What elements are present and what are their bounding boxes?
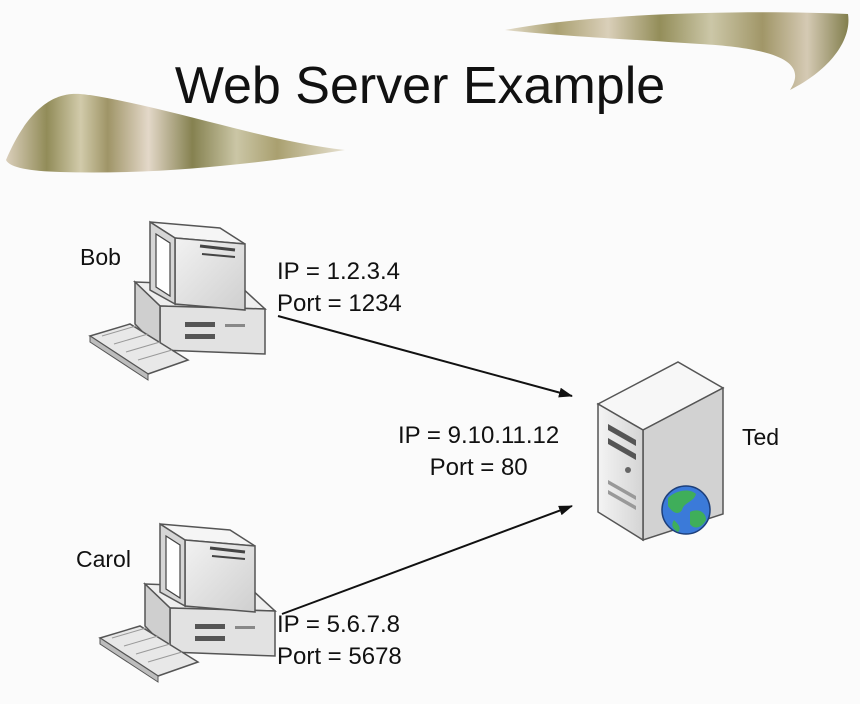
swoosh-left-decoration (6, 93, 345, 173)
page-title: Web Server Example (174, 57, 666, 115)
carol-address-label: IP = 5.6.7.8 Port = 5678 (277, 609, 402, 673)
bob-ip-label: IP = 1.2.3.4 (277, 258, 400, 285)
bob-name-label: Bob (80, 244, 121, 270)
globe-icon (661, 485, 711, 535)
carol-computer-icon (98, 522, 277, 683)
carol-port-label: Port = 5678 (277, 643, 402, 670)
carol-name-label: Carol (76, 546, 131, 572)
ted-server-icon (596, 361, 725, 542)
connection-arrow-carol-to-ted (281, 505, 573, 615)
ted-name-label: Ted (742, 424, 780, 450)
bob-computer-icon (88, 220, 267, 381)
connection-arrow-bob-to-ted (277, 315, 573, 398)
swoosh-right-decoration (505, 12, 849, 90)
ted-port-label: Port = 80 (429, 454, 528, 481)
bob-address-label: IP = 1.2.3.4 Port = 1234 (277, 256, 402, 320)
carol-ip-label: IP = 5.6.7.8 (277, 611, 400, 638)
ted-ip-label: IP = 9.10.11.12 (398, 422, 560, 449)
bob-port-label: Port = 1234 (277, 290, 402, 317)
ted-address-label: IP = 9.10.11.12 Port = 80 (398, 420, 559, 484)
